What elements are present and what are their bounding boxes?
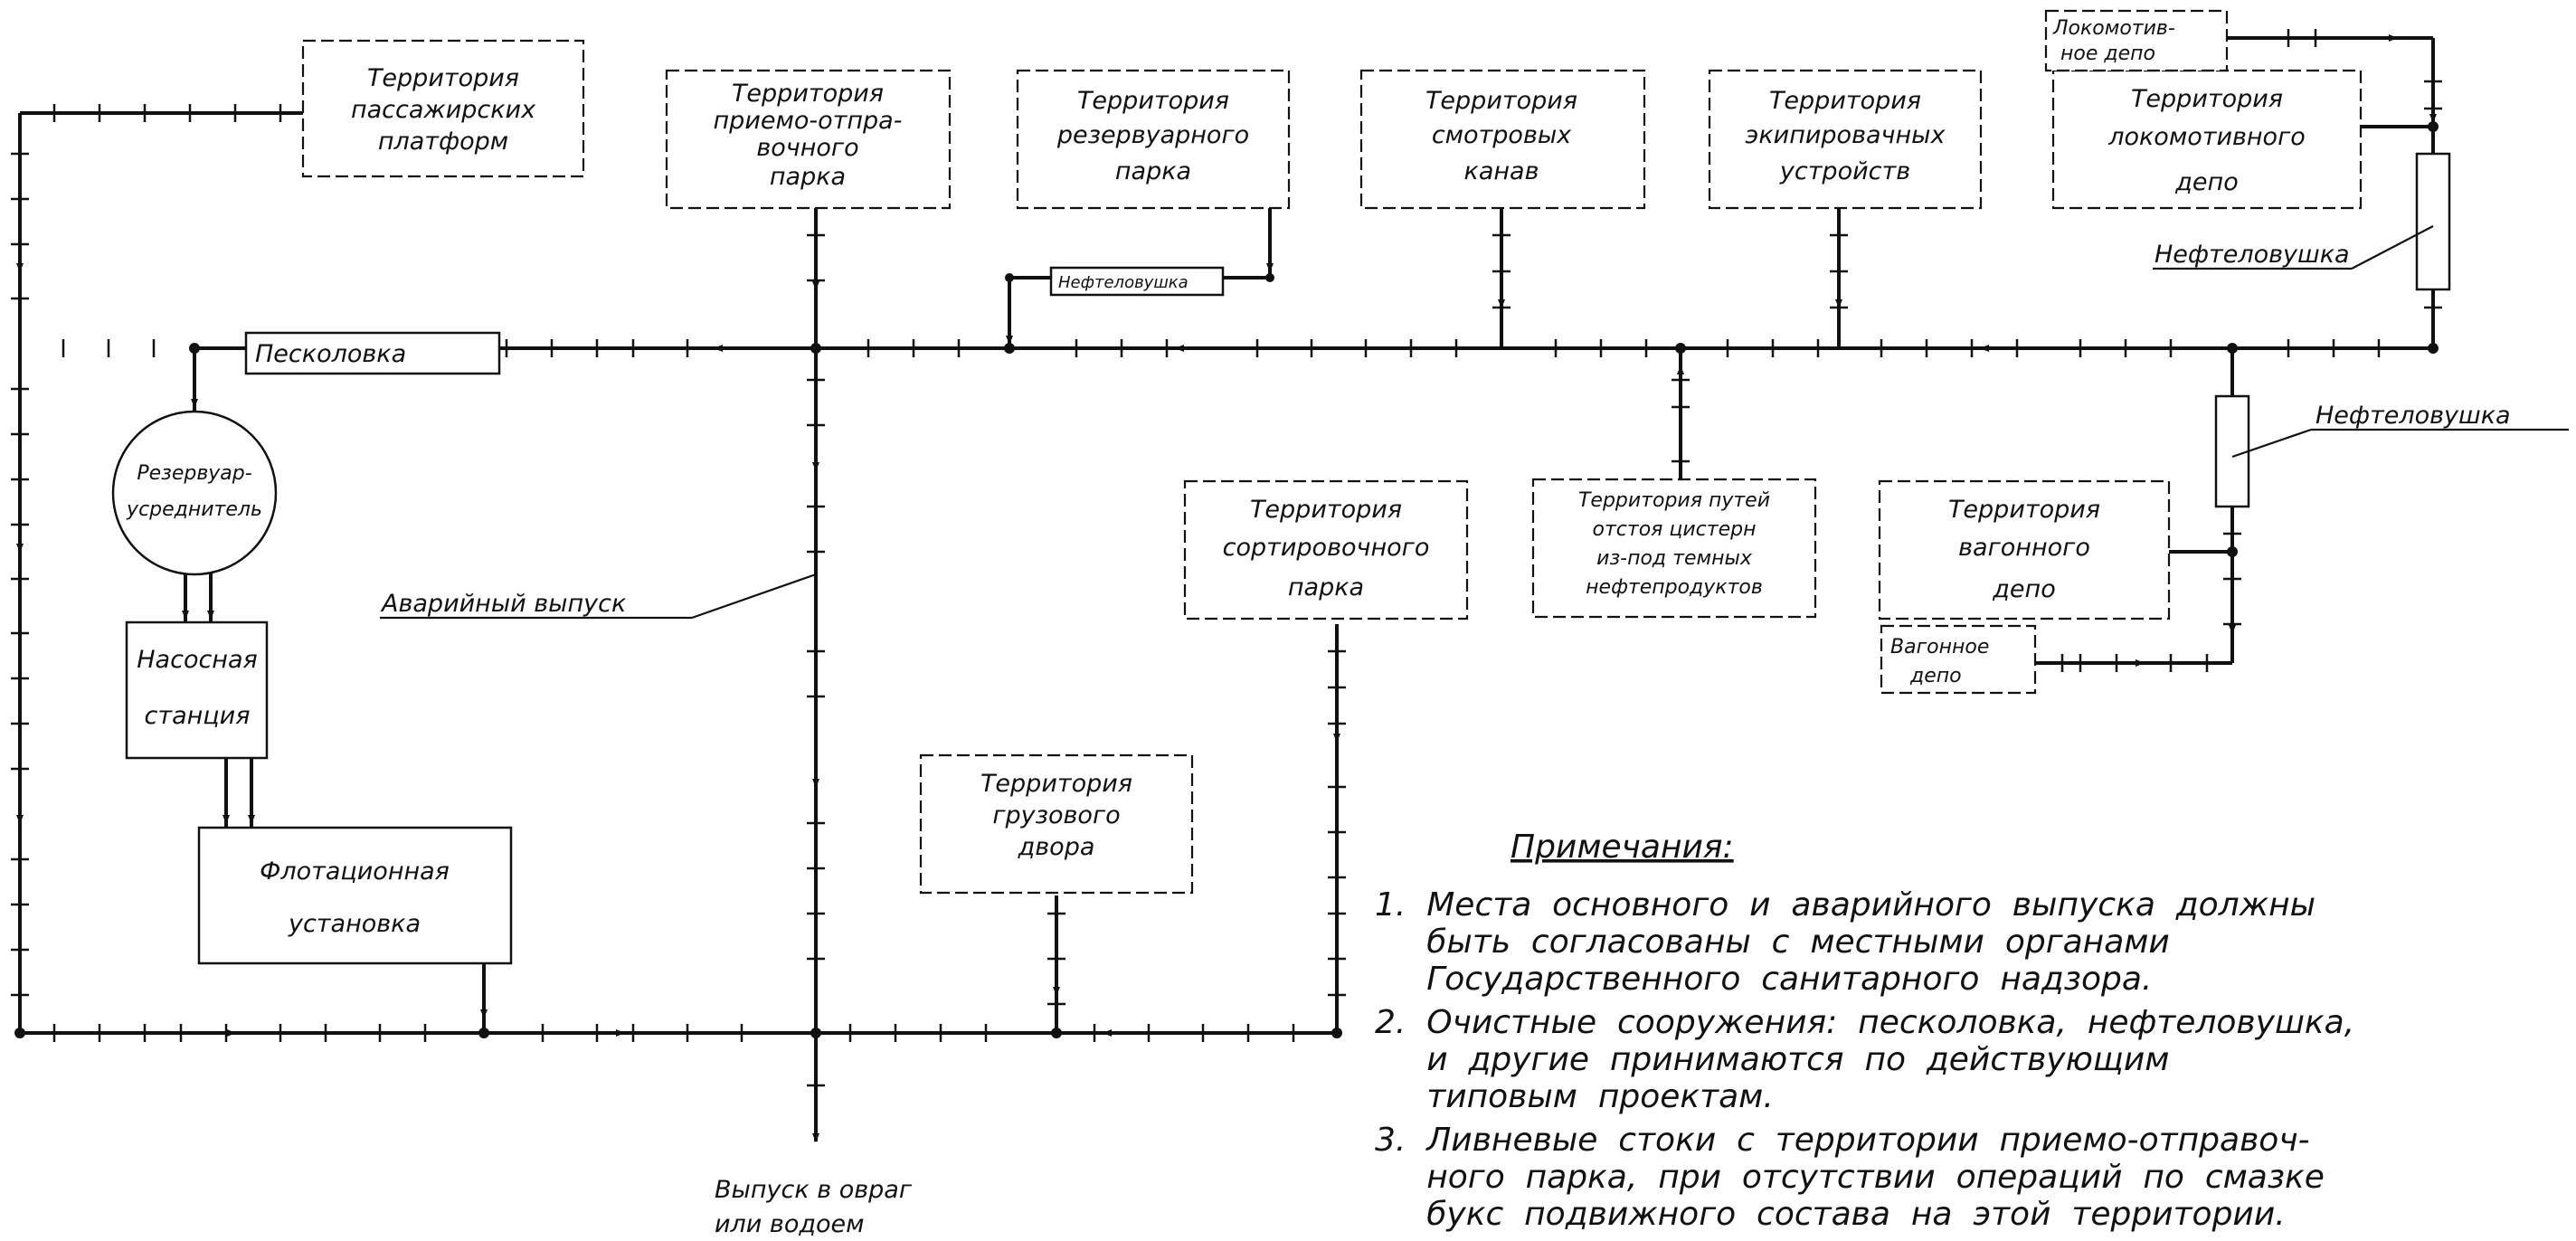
svg-text:экипировачных: экипировачных xyxy=(1746,121,1946,149)
svg-text:из-под темных: из-под темных xyxy=(1596,547,1753,570)
svg-text:Локомотив-: Локомотив- xyxy=(2052,17,2175,40)
svg-text:парка: парка xyxy=(770,163,846,191)
svg-text:станция: станция xyxy=(145,702,251,730)
note-line: 3. Ливневые стоки с территории приемо-от… xyxy=(1375,1122,2310,1159)
svg-text:Территория: Территория xyxy=(2131,85,2283,113)
note-line: типовым проектам. xyxy=(1375,1078,1774,1115)
svg-text:канав: канав xyxy=(1464,157,1539,185)
note-line: быть согласованы с местными органами xyxy=(1375,924,2170,961)
pipe-ticks xyxy=(11,29,2442,1087)
svg-text:локомотивного: локомотивного xyxy=(2107,123,2306,151)
box-receiving-park: Территория приемо-отпра- вочного парка xyxy=(665,69,952,210)
svg-text:Территория: Территория xyxy=(732,80,884,108)
junction-dots xyxy=(14,121,2439,1038)
svg-text:Территория путей: Территория путей xyxy=(1578,489,1770,512)
oil-trap-wagon xyxy=(2214,394,2250,508)
note-line: и другие принимаются по действующим xyxy=(1375,1041,2169,1078)
svg-text:Территория: Территория xyxy=(980,770,1132,798)
oil-trap-loco xyxy=(2415,152,2451,291)
note-line: Государственного санитарного надзора. xyxy=(1375,961,2152,998)
note-line: 1. Места основного и аварийного выпуска … xyxy=(1375,886,2316,924)
notes-title: Примечания: xyxy=(1511,829,1734,866)
svg-text:платформ: платформ xyxy=(378,128,508,156)
svg-text:резервуарного: резервуарного xyxy=(1056,121,1249,149)
box-loco-depot: Локомотив- ное депо xyxy=(2044,9,2229,72)
svg-text:отстоя цистерн: отстоя цистерн xyxy=(1593,518,1757,541)
box-wagon-territory: Территория вагонного депо xyxy=(1878,479,2171,620)
svg-text:Выпуск в овраг: Выпуск в овраг xyxy=(715,1176,913,1204)
svg-text:грузового: грузового xyxy=(992,801,1120,829)
box-freight-yard: Территория грузового двора xyxy=(919,753,1194,895)
svg-text:установка: установка xyxy=(288,910,421,938)
svg-text:пассажирских: пассажирских xyxy=(351,96,536,124)
svg-text:усреднитель: усреднитель xyxy=(126,498,262,521)
oil-trap-label-2: Нефтеловушка xyxy=(2316,402,2511,430)
box-tank-tracks: Территория путей отстоя цистерн из-под т… xyxy=(1531,478,1817,619)
notes-block: Примечания: 1. Места основного и аварийн… xyxy=(1375,829,2354,1233)
note-line: ного парка, при отсутствии операций по с… xyxy=(1375,1159,2325,1196)
svg-text:Территория: Территория xyxy=(1948,496,2100,524)
box-wagon-depot: Вагонное депо xyxy=(1880,624,2037,695)
flotation-unit: Флотационная установка xyxy=(197,826,513,965)
box-loco-territory: Территория локомотивного депо xyxy=(2051,69,2363,210)
svg-text:депо: депо xyxy=(1909,665,1962,687)
svg-text:Территория: Территория xyxy=(1769,87,1921,115)
svg-text:или водоем: или водоем xyxy=(715,1210,865,1238)
svg-text:депо: депо xyxy=(1992,575,2055,603)
note-line: 2. Очистные сооружения: песколовка, нефт… xyxy=(1375,1004,2354,1041)
svg-text:Резервуар-: Резервуар- xyxy=(137,462,251,485)
box-passenger-platforms: Территория пассажирских платформ xyxy=(301,39,585,178)
svg-text:Флотационная: Флотационная xyxy=(260,857,450,886)
svg-text:Песколовка: Песколовка xyxy=(255,340,406,368)
box-reservoir-park: Территория резервуарного парка xyxy=(1016,69,1291,210)
svg-text:сортировочного: сортировочного xyxy=(1223,534,1430,562)
svg-text:парка: парка xyxy=(1115,157,1191,185)
box-equipment-devices: Территория экипировачных устройств xyxy=(1708,69,1983,210)
svg-text:Насосная: Насосная xyxy=(137,646,258,674)
svg-text:Территория: Территория xyxy=(1250,496,1402,524)
note-line: букс подвижного состава на этой территор… xyxy=(1375,1196,2286,1233)
svg-text:Территория: Территория xyxy=(1077,87,1229,115)
svg-text:депо: депо xyxy=(2174,168,2238,196)
oil-trap-label-1: Нефтеловушка xyxy=(2155,241,2350,269)
box-sorting-park: Территория сортировочного парка xyxy=(1183,479,1469,620)
svg-text:нефтепродуктов: нефтепродуктов xyxy=(1586,576,1763,599)
emergency-outlet-label: Аварийный выпуск xyxy=(380,590,627,618)
svg-text:вочного: вочного xyxy=(756,134,858,162)
svg-text:устройств: устройств xyxy=(1779,157,1910,185)
svg-text:Территория: Территория xyxy=(367,64,519,92)
svg-text:смотровых: смотровых xyxy=(1432,121,1572,149)
pump-station: Насосная станция xyxy=(125,620,269,760)
svg-text:парка: парка xyxy=(1288,573,1364,602)
svg-text:двора: двора xyxy=(1018,833,1095,861)
svg-text:вагонного: вагонного xyxy=(1958,534,2090,562)
box-inspection-canals: Территория смотровых канав xyxy=(1359,69,1646,210)
svg-text:Территория: Территория xyxy=(1425,87,1577,115)
leader-lines xyxy=(380,225,2569,620)
svg-text:ное депо: ное депо xyxy=(2060,43,2155,65)
svg-text:Вагонное: Вагонное xyxy=(1890,636,1989,658)
reservoir-tank: Резервуар- усреднитель xyxy=(111,410,278,576)
svg-text:Нефтеловушка: Нефтеловушка xyxy=(1058,273,1189,292)
oil-trap-small-box: Нефтеловушка xyxy=(1049,266,1225,297)
svg-text:приемо-отпра-: приемо-отпра- xyxy=(714,107,903,135)
sand-trap: Песколовка xyxy=(244,331,501,375)
flow-arrows xyxy=(16,34,2437,1142)
outlet-label: Выпуск в овраг или водоем xyxy=(715,1176,913,1238)
